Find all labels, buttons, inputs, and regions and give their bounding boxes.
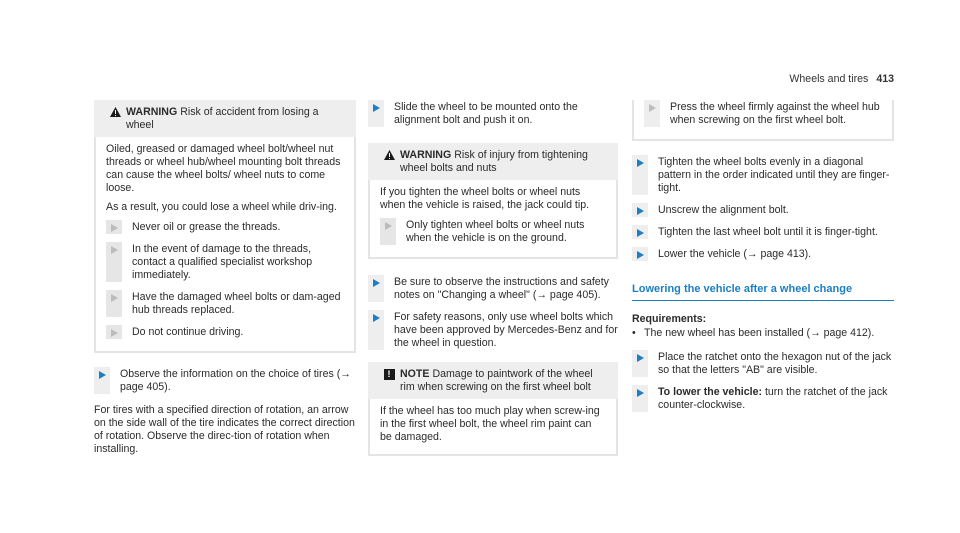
step-arrow-icon — [110, 224, 118, 232]
step-arrow-icon — [636, 354, 644, 362]
step-arrow-icon — [372, 314, 380, 322]
warning-triangle-icon — [104, 106, 126, 117]
step-arrow-icon — [636, 229, 644, 237]
step-text: For safety reasons, only use wheel bolts… — [394, 311, 618, 349]
step-arrow-icon — [384, 222, 392, 230]
step-arrow-icon — [372, 104, 380, 112]
step-item: For safety reasons, only use wheel bolts… — [368, 310, 618, 350]
step-text: Do not continue driving. — [132, 326, 244, 338]
step-text: Be sure to observe the instructions and … — [394, 276, 609, 301]
warning-text: As a result, you could lose a wheel whil… — [106, 201, 337, 213]
step-item: Place the ratchet onto the hexagon nut o… — [632, 350, 894, 377]
step-arrow-icon — [636, 159, 644, 167]
step-text: In the event of damage to the threads, c… — [132, 243, 313, 281]
step-arrow-icon — [636, 207, 644, 215]
step-arrow-icon — [636, 389, 644, 397]
warning-text: Oiled, greased or damaged wheel bolt/whe… — [106, 143, 341, 194]
step-arrow-icon — [372, 279, 380, 287]
note-keyword: NOTE — [400, 368, 430, 380]
warning-keyword: WARNING — [126, 106, 178, 118]
step-arrow-icon — [636, 251, 644, 259]
step-arrow-icon — [110, 246, 118, 254]
warning-triangle-icon — [378, 149, 400, 160]
note-body: If the wheel has too much play when scre… — [368, 399, 618, 456]
requirement-text: The new wheel has been installed (→ page… — [644, 327, 875, 339]
step-item: Lower the vehicle (→ page 413). — [632, 247, 894, 261]
note-text: If the wheel has too much play when scre… — [380, 405, 600, 443]
step-text: Observe the information on the choice of… — [120, 368, 351, 393]
step-text: Unscrew the alignment bolt. — [658, 204, 789, 216]
warning-keyword: WARNING — [400, 149, 452, 161]
step-item: Press the wheel firmly against the wheel… — [644, 100, 882, 127]
step-rest: turn the ratchet of the jack counter-clo… — [658, 386, 888, 411]
step-text: Never oil or grease the threads. — [132, 221, 281, 233]
step-arrow-icon — [98, 371, 106, 379]
step-text: Slide the wheel to be mounted onto the a… — [394, 101, 578, 126]
step-item: To lower the vehicle: turn the ratchet o… — [632, 385, 894, 412]
step-item: Do not continue driving. — [106, 325, 344, 339]
warning-title: Risk of injury from tightening wheel bol… — [400, 149, 588, 174]
step-item: Observe the information on the choice of… — [94, 367, 356, 394]
step-text: Tighten the wheel bolts evenly in a diag… — [658, 156, 890, 194]
step-item: Have the damaged wheel bolts or dam-aged… — [106, 290, 344, 317]
step-bold-label: To lower the vehicle: — [658, 386, 762, 398]
step-arrow-icon — [110, 329, 118, 337]
step-text: Only tighten wheel bolts or wheel nuts w… — [406, 219, 585, 244]
note-exclamation-icon: ! — [383, 369, 395, 380]
column-3: Press the wheel firmly against the wheel… — [632, 100, 894, 420]
note-title: Damage to paintwork of the wheel rim whe… — [400, 368, 593, 393]
step-item: Be sure to observe the instructions and … — [368, 275, 618, 302]
warning-title: Risk of accident from losing a wheel — [126, 106, 319, 131]
page-number: 413 — [876, 73, 894, 85]
step-item: Unscrew the alignment bolt. — [632, 203, 894, 217]
section-name: Wheels and tires — [789, 73, 869, 85]
step-text: Lower the vehicle (→ page 413). — [658, 248, 812, 260]
step-item: Only tighten wheel bolts or wheel nuts w… — [380, 218, 606, 245]
warning-body: If you tighten the wheel bolts or wheel … — [368, 180, 618, 259]
warning-text: If you tighten the wheel bolts or wheel … — [380, 186, 590, 211]
warning-body: Oiled, greased or damaged wheel bolt/whe… — [94, 137, 356, 353]
section-title: Lowering the vehicle after a wheel chang… — [632, 283, 894, 301]
continued-box: Press the wheel firmly against the wheel… — [632, 100, 894, 141]
page-header: Wheels and tires 413 — [789, 73, 894, 86]
column-2: Slide the wheel to be mounted onto the a… — [368, 100, 618, 470]
step-item: Tighten the wheel bolts evenly in a diag… — [632, 155, 894, 195]
step-arrow-icon — [110, 294, 118, 302]
rotation-paragraph: For tires with a specified direction of … — [94, 404, 355, 455]
requirement-item: • The new wheel has been installed (→ pa… — [632, 327, 894, 340]
step-text: Press the wheel firmly against the wheel… — [670, 101, 880, 126]
step-item: In the event of damage to the threads, c… — [106, 242, 344, 282]
step-text: Have the damaged wheel bolts or dam-aged… — [132, 291, 341, 316]
step-item: Never oil or grease the threads. — [106, 220, 344, 234]
bullet-icon: • — [632, 327, 636, 339]
step-item: Slide the wheel to be mounted onto the a… — [368, 100, 618, 127]
step-text: Tighten the last wheel bolt until it is … — [658, 226, 878, 238]
step-text: Place the ratchet onto the hexagon nut o… — [658, 351, 892, 376]
step-text: To lower the vehicle: turn the ratchet o… — [658, 385, 894, 412]
step-item: Tighten the last wheel bolt until it is … — [632, 225, 894, 239]
step-arrow-icon — [648, 104, 656, 112]
requirements-label: Requirements: — [632, 313, 707, 325]
